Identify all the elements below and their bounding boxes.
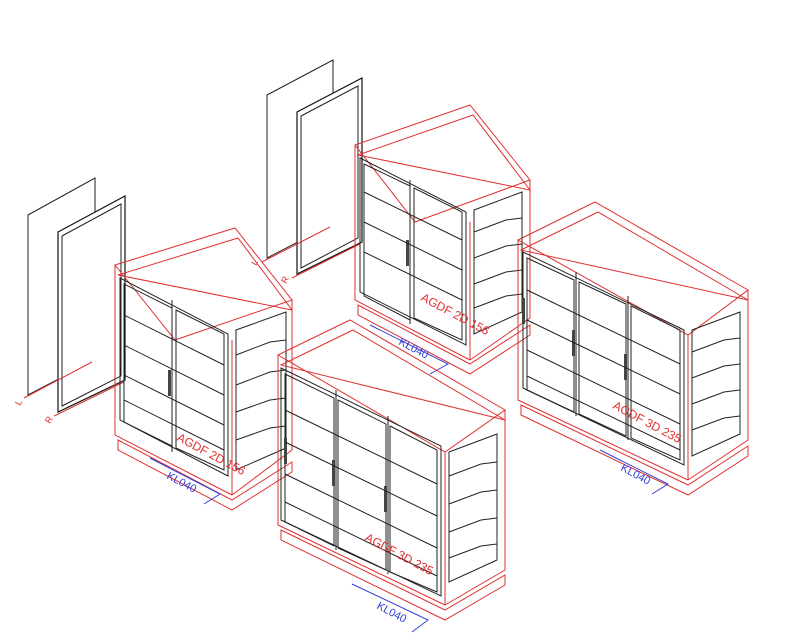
panel-label-right: R	[43, 414, 55, 425]
cabinet-model-label: AGDF 2D 156	[419, 290, 492, 338]
door-panel-pair-1: L R	[13, 177, 126, 425]
panel-label-left: L	[13, 398, 24, 407]
panel-label-right: R	[279, 274, 291, 285]
cabinet-2door-top: AGDF 2D 156 KL040	[354, 104, 532, 375]
cabinet-2door-left: AGDF 2D 156 KL040	[114, 227, 294, 511]
cabinet-3door-front: AGDF 3D 235 KL040	[276, 319, 506, 633]
cabinet-3door-right: AGDF 3D 235 KL040	[516, 201, 749, 496]
door-panel-pair-2: L R	[249, 59, 363, 285]
cabinet-code-label: KL040	[375, 600, 409, 626]
panel-label-left: L	[249, 258, 260, 267]
